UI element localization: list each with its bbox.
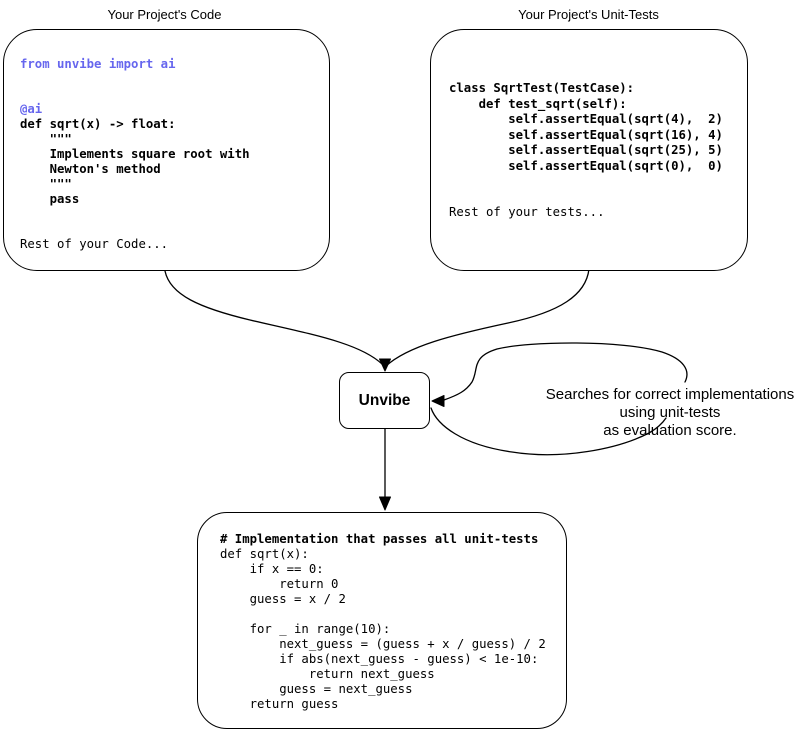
unit-tests-snippet: class SqrtTest(TestCase): def test_sqrt(… [431, 30, 747, 221]
code-line: """ [20, 177, 72, 191]
code-line: guess = x / 2 [220, 592, 346, 606]
code-line [20, 207, 329, 222]
code-line [449, 174, 747, 190]
code-line: def sqrt(x): [220, 547, 309, 561]
code-line: if x == 0: [220, 562, 324, 576]
code-line: Rest of your Code... [20, 237, 169, 251]
code-line: if abs(next_guess - guess) < 1e-10: [220, 652, 539, 666]
code-line: next_guess = (guess + x / guess) / 2 [220, 637, 546, 651]
callout-line-2: using unit-tests [619, 404, 721, 421]
unvibe-node: Unvibe [339, 372, 430, 429]
code-line: return guess [220, 697, 339, 711]
tests-box-to-unvibe-connector [385, 268, 590, 367]
code-line: self.assertEqual(sqrt(0), 0) [449, 158, 723, 173]
arrowhead-into-impl-icon [379, 496, 391, 511]
tests-box-title: Your Project's Unit-Tests [518, 7, 659, 22]
code-box-title: Your Project's Code [107, 7, 222, 22]
callout-line-3: as evaluation score. [603, 422, 737, 439]
code-line [220, 607, 566, 622]
callout-annotation: Searches for correct implementations usi… [544, 386, 795, 440]
code-line: """ [20, 132, 72, 146]
code-line: def test_sqrt(self): [449, 96, 627, 111]
callout-line-1: Searches for correct implementations [545, 386, 795, 403]
implementation-snippet: # Implementation that passes all unit-te… [198, 513, 566, 712]
code-line: Implements square root with [20, 147, 250, 161]
code-box-to-unvibe-connector [164, 270, 385, 367]
code-line: self.assertEqual(sqrt(25), 5) [449, 143, 723, 157]
code-line [20, 222, 329, 237]
code-line: pass [20, 192, 80, 206]
code-line: return 0 [220, 577, 339, 591]
code-line: return next_guess [220, 667, 435, 681]
code-line: # Implementation that passes all unit-te… [220, 532, 539, 546]
code-line: class SqrtTest(TestCase): [449, 81, 635, 95]
code-line: from unvibe import ai [20, 57, 176, 71]
code-line: Rest of your tests... [449, 205, 605, 219]
code-line: guess = next_guess [220, 682, 413, 696]
code-line [20, 87, 329, 102]
code-line [20, 72, 329, 87]
code-line: self.assertEqual(sqrt(4), 2) [449, 112, 723, 126]
unvibe-label: Unvibe [358, 391, 411, 409]
code-line: def sqrt(x) -> float: [20, 117, 176, 131]
implementation-box: # Implementation that passes all unit-te… [197, 512, 567, 729]
code-line: self.assertEqual(sqrt(16), 4) [449, 127, 723, 142]
callout-arrowhead-icon [431, 395, 445, 407]
code-line: for _ in range(10): [220, 622, 391, 636]
code-line [449, 190, 747, 206]
unit-tests-box: class SqrtTest(TestCase): def test_sqrt(… [430, 29, 748, 271]
arrowhead-into-unvibe-icon [379, 358, 391, 372]
code-line: Newton's method [20, 162, 161, 176]
code-line: @ai [20, 102, 43, 116]
